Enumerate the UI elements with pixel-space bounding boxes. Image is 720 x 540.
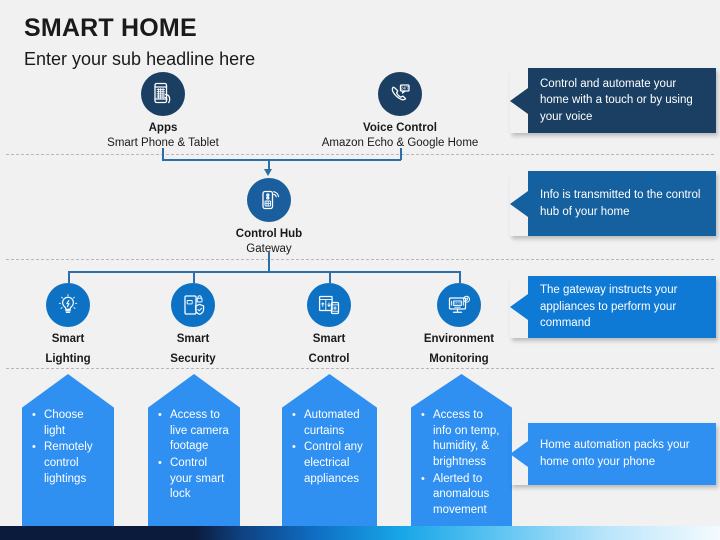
divider-row-1 — [6, 154, 714, 155]
list-item: Control any electrical appliances — [292, 440, 369, 487]
node-label-line2: Security — [170, 352, 216, 365]
list-item: Remotely control lightings — [32, 440, 106, 487]
callout-arrow-left-icon — [510, 441, 528, 467]
list-item: Control your smart lock — [158, 456, 232, 503]
svg-text:24/7: 24/7 — [401, 85, 410, 90]
connector-cat-4 — [459, 271, 461, 283]
feature-bullet-list: Access to info on temp, humidity, & brig… — [411, 374, 512, 527]
connector-apps-down — [162, 148, 164, 160]
node-label-line1: Smart — [51, 333, 85, 345]
feature-box-smart-lighting: Choose light Remotely control lightings — [22, 374, 114, 527]
node-environment-monitoring[interactable]: ECO Environment Monitoring — [406, 283, 512, 367]
node-label-line1: Smart — [176, 333, 210, 345]
callout-text: Control and automate your home with a to… — [528, 68, 716, 133]
feature-box-environment-monitoring: Access to info on temp, humidity, & brig… — [411, 374, 512, 527]
feature-bullet-list: Choose light Remotely control lightings — [22, 374, 114, 496]
page-title: SMART HOME — [24, 14, 197, 42]
connector-hub-stem — [268, 159, 270, 170]
node-sublabel: Smart Phone & Tablet — [107, 136, 219, 149]
node-smart-lighting[interactable]: Smart Lighting — [23, 283, 113, 367]
node-label-line2: Control — [308, 352, 350, 365]
list-item: Access to info on temp, humidity, & brig… — [421, 408, 504, 471]
page-subtitle: Enter your sub headline here — [24, 49, 256, 69]
connector-cat-1 — [68, 271, 70, 283]
door-lock-shield-icon — [171, 283, 215, 327]
connector-sources-bus — [162, 159, 401, 161]
node-smart-control[interactable]: Smart Control — [284, 283, 374, 367]
callout-home-automation: Home automation packs your home onto you… — [510, 423, 716, 485]
node-label: Apps — [148, 122, 178, 134]
node-sublabel: Amazon Echo & Google Home — [321, 136, 479, 149]
callout-arrow-left-icon — [510, 294, 528, 320]
node-label-line2: Lighting — [45, 352, 91, 365]
feature-box-smart-security: Access to live camera footage Control yo… — [148, 374, 240, 527]
list-item: Choose light — [32, 408, 106, 439]
node-label: Control Hub — [235, 228, 303, 240]
divider-row-2 — [6, 259, 714, 260]
voice-call-24-7-icon: 24/7 — [378, 72, 422, 116]
remote-control-wifi-icon — [247, 178, 291, 222]
list-item: Alerted to anomalous movement — [421, 472, 504, 519]
divider-row-3 — [6, 368, 714, 369]
list-item: Access to live camera footage — [158, 408, 232, 455]
connector-cat-2 — [193, 271, 195, 283]
feature-box-smart-control: Automated curtains Control any electrica… — [282, 374, 377, 527]
list-item: Automated curtains — [292, 408, 369, 439]
footer-gradient-bar — [0, 526, 720, 540]
callout-text: Info is transmitted to the control hub o… — [528, 171, 716, 236]
callout-arrow-left-icon — [510, 190, 528, 217]
node-smart-security[interactable]: Smart Security — [148, 283, 238, 367]
node-apps[interactable]: Apps Smart Phone & Tablet — [98, 72, 228, 150]
connector-hub-down — [268, 252, 270, 272]
callout-text: The gateway instructs your appliances to… — [528, 276, 716, 338]
node-label-line2: Monitoring — [429, 352, 489, 365]
connector-voice-down — [400, 148, 402, 160]
connector-hub-arrow — [264, 169, 272, 176]
callout-gateway-instructs: The gateway instructs your appliances to… — [510, 276, 716, 338]
lightbulb-smart-icon — [46, 283, 90, 327]
node-sublabel: Gateway — [246, 242, 292, 255]
callout-arrow-left-icon — [510, 87, 528, 114]
callout-control-automate: Control and automate your home with a to… — [510, 68, 716, 133]
node-label: Voice Control — [363, 122, 437, 134]
eco-monitor-icon: ECO — [437, 283, 481, 327]
node-voice-control[interactable]: 24/7 Voice Control Amazon Echo & Google … — [320, 72, 480, 150]
connector-category-bus — [68, 271, 460, 273]
node-label-line1: Smart — [312, 333, 346, 345]
connector-cat-3 — [329, 271, 331, 283]
smartphone-app-icon — [141, 72, 185, 116]
window-blinds-icon — [307, 283, 351, 327]
node-control-hub[interactable]: Control Hub Gateway — [204, 178, 334, 256]
callout-info-transmitted: Info is transmitted to the control hub o… — [510, 171, 716, 236]
svg-text:ECO: ECO — [454, 302, 462, 306]
feature-bullet-list: Automated curtains Control any electrica… — [282, 374, 377, 496]
feature-bullet-list: Access to live camera footage Control yo… — [148, 374, 240, 512]
callout-text: Home automation packs your home onto you… — [528, 423, 716, 485]
node-label-line1: Environment — [423, 333, 495, 345]
